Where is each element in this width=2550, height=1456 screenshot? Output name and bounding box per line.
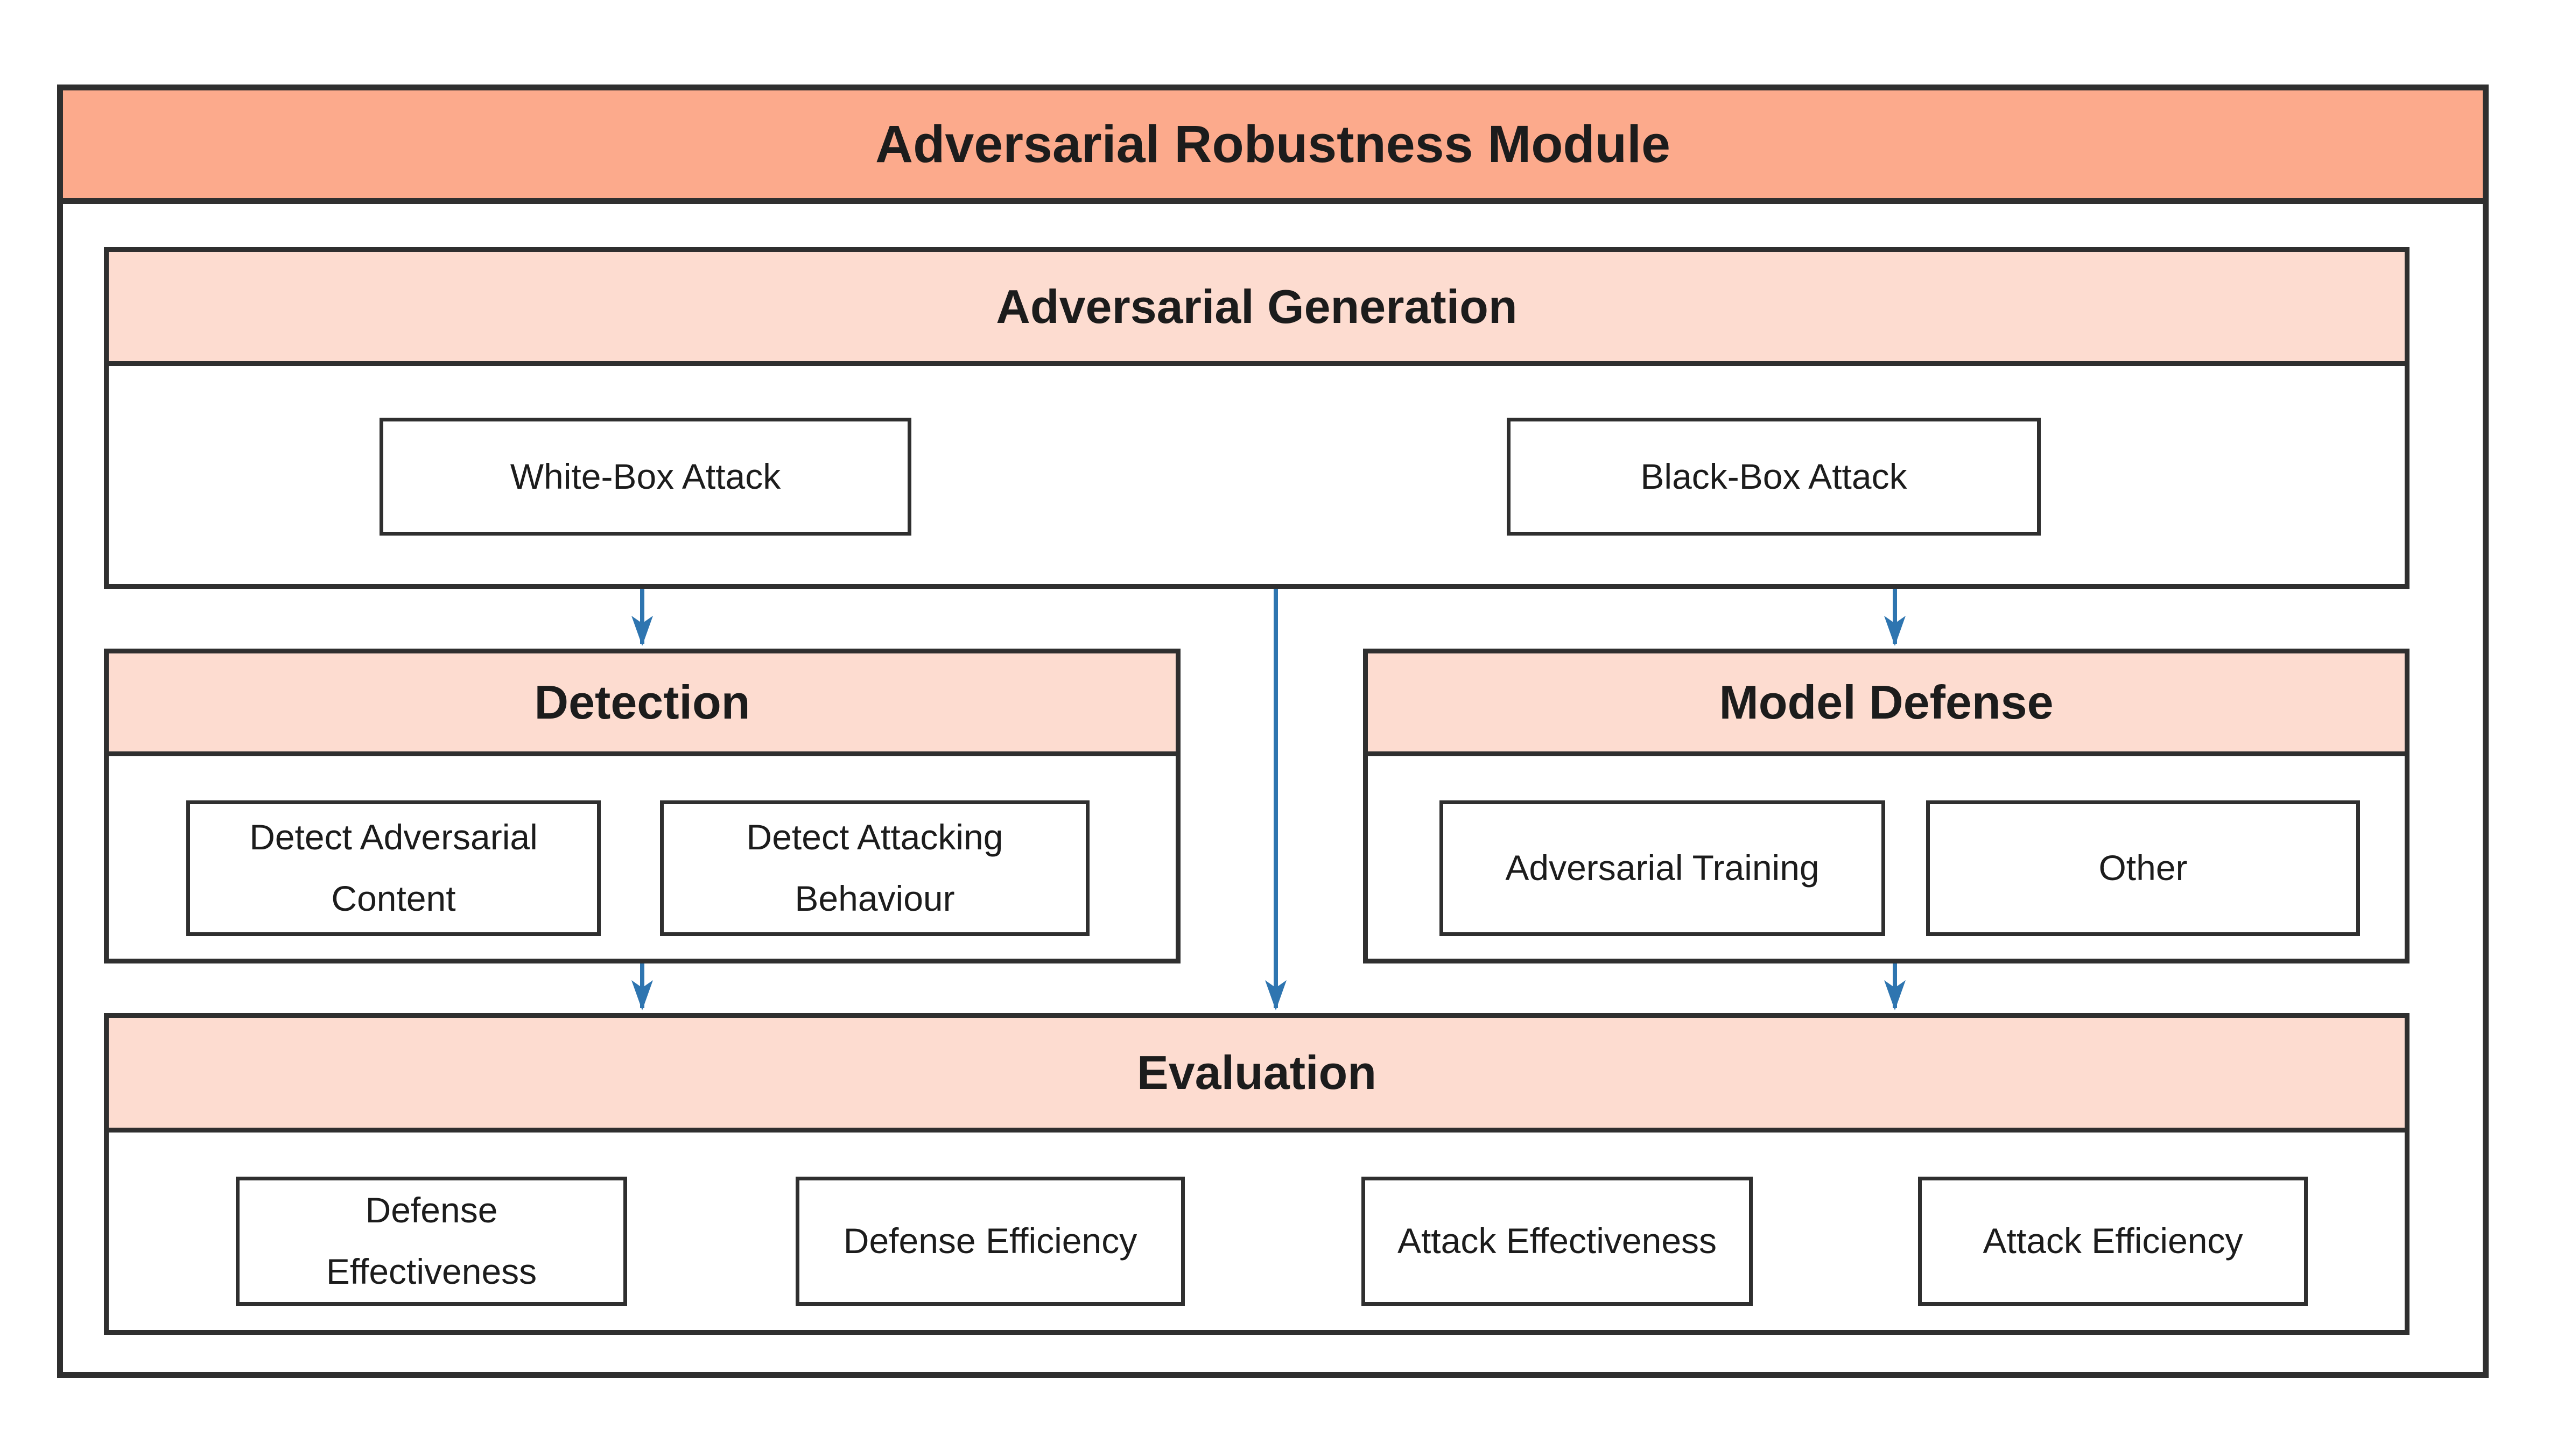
node-white-box-attack: White-Box Attack [380,418,911,536]
node-defense-effectiveness: Defense Effectiveness [236,1177,627,1306]
section-title: Adversarial Generation [996,279,1518,333]
node-label: Black-Box Attack [1640,456,1907,496]
node-label: Attack Effectiveness [1397,1221,1717,1261]
node-label: Defense Efficiency [843,1221,1137,1261]
node-attack-effectiveness: Attack Effectiveness [1361,1177,1753,1306]
node-label: Detect Adversarial Content [249,817,538,918]
title-bar: Adversarial Robustness Module [57,85,2489,204]
diagram-title: Adversarial Robustness Module [875,115,1670,173]
node-label: Detect Attacking Behaviour [746,817,1003,918]
section-header-detection: Detection [109,653,1176,756]
section-header-adversarial-generation: Adversarial Generation [109,252,2405,366]
node-label: Defense Effectiveness [326,1190,537,1291]
node-label: Adversarial Training [1505,848,1820,888]
node-label: White-Box Attack [510,456,781,496]
node-black-box-attack: Black-Box Attack [1507,418,2041,536]
section-header-model-defense: Model Defense [1368,653,2405,756]
section-title: Evaluation [1137,1046,1376,1099]
node-detect-adversarial-content: Detect Adversarial Content [186,800,601,936]
node-detect-attacking-behaviour: Detect Attacking Behaviour [660,800,1090,936]
node-adversarial-training: Adversarial Training [1439,800,1885,936]
section-title: Detection [534,676,750,729]
node-label: Other [2098,848,2188,888]
node-defense-efficiency: Defense Efficiency [796,1177,1185,1306]
node-attack-efficiency: Attack Efficiency [1918,1177,2308,1306]
section-header-evaluation: Evaluation [109,1018,2405,1133]
section-title: Model Defense [1719,676,2054,729]
node-label: Attack Efficiency [1983,1221,2243,1261]
node-other: Other [1926,800,2360,936]
